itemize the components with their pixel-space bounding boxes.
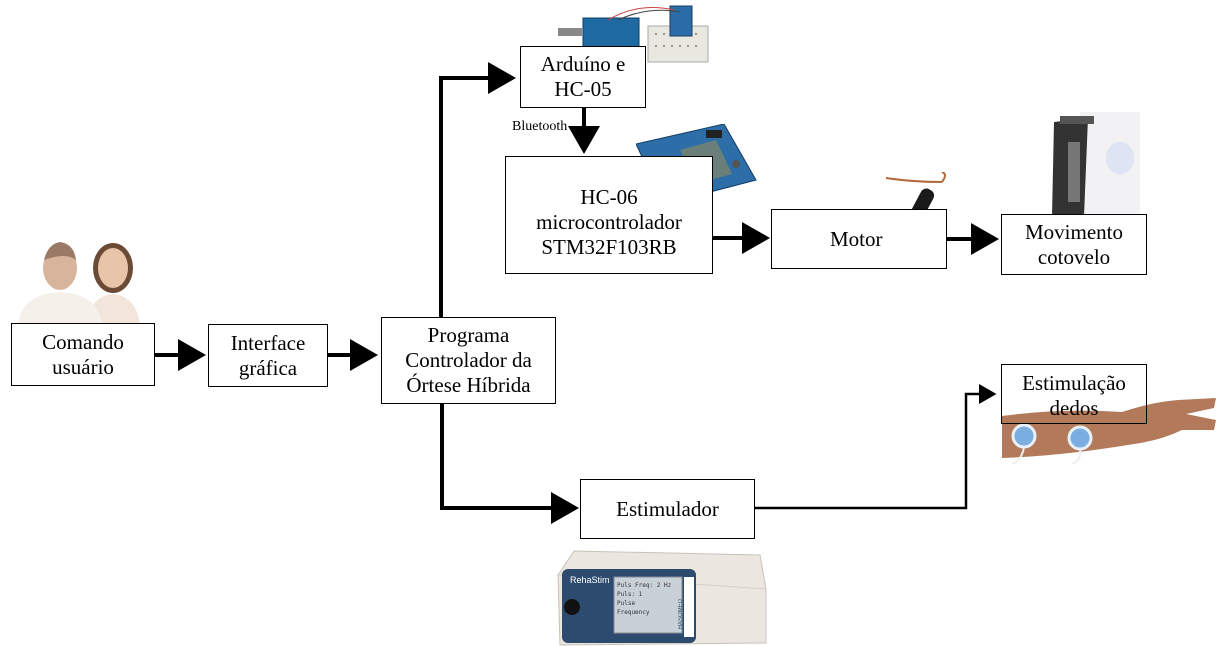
node-interface-grafica: Interface gráfica xyxy=(208,324,328,387)
stimulator-screen-line: Pulse xyxy=(617,600,636,607)
node-label: STM32F103RB xyxy=(541,234,677,259)
arrow-programa-estimulador xyxy=(440,404,579,524)
node-label: dedos xyxy=(1049,396,1099,420)
node-label: HC-06 xyxy=(580,184,638,209)
node-hc06-microcontrolador: HC-06 microcontrolador STM32F103RB xyxy=(505,156,713,274)
node-label: usuário xyxy=(52,354,114,379)
stimulator-logo: HASOMED xyxy=(678,599,684,630)
node-movimento-cotovelo: Movimento cotovelo xyxy=(1001,214,1147,275)
arrow-estimulador-estimulacao xyxy=(755,384,997,510)
stimulator-screen-line: Puls Freq: 2 Hz xyxy=(617,582,672,589)
node-label: gráfica xyxy=(238,355,298,380)
node-label: Movimento xyxy=(1025,219,1123,244)
arduino-board-image xyxy=(558,5,709,63)
node-label: Estimulação xyxy=(1022,371,1126,395)
node-label: cotovelo xyxy=(1037,244,1111,269)
node-label: Programa xyxy=(427,323,510,347)
stimulator-screen: Puls Freq: 2 Hz Puls: 1 Pulse Frequency xyxy=(617,581,681,617)
node-label: microcontrolador xyxy=(536,209,682,234)
stimulator-device-image: RehaStim Puls Freq: 2 Hz Puls: 1 Pulse F… xyxy=(554,545,768,646)
stimulator-screen-line: Puls: 1 xyxy=(617,591,643,598)
node-label: Interface xyxy=(230,330,306,355)
arm-electrodes-image xyxy=(1002,398,1216,464)
node-arduino-hc05: Arduíno e HC-05 xyxy=(520,46,646,108)
stimulator-brand: RehaStim xyxy=(570,575,610,585)
node-label: Motor xyxy=(830,226,883,251)
users-icon xyxy=(18,242,140,324)
node-label: Órtese Híbrida xyxy=(406,373,531,397)
orthosis-image xyxy=(1052,112,1140,216)
edge-label-bluetooth: Bluetooth xyxy=(512,119,568,134)
node-motor: Motor xyxy=(771,209,947,269)
node-estimulador: Estimulador xyxy=(580,479,755,539)
node-label: Comando xyxy=(42,329,124,354)
node-comando-usuario: Comando usuário xyxy=(11,323,155,386)
arrow-programa-arduino xyxy=(439,62,516,318)
node-label: Controlador da xyxy=(405,348,532,372)
node-label: HC-05 xyxy=(554,77,612,101)
node-label: Arduíno e xyxy=(540,52,626,76)
node-estimulacao-dedos: Estimulação dedos xyxy=(1001,364,1147,424)
node-programa-controlador: Programa Controlador da Órtese Híbrida xyxy=(381,317,556,404)
node-label: Estimulador xyxy=(616,496,719,521)
stimulator-screen-line: Frequency xyxy=(617,609,650,616)
